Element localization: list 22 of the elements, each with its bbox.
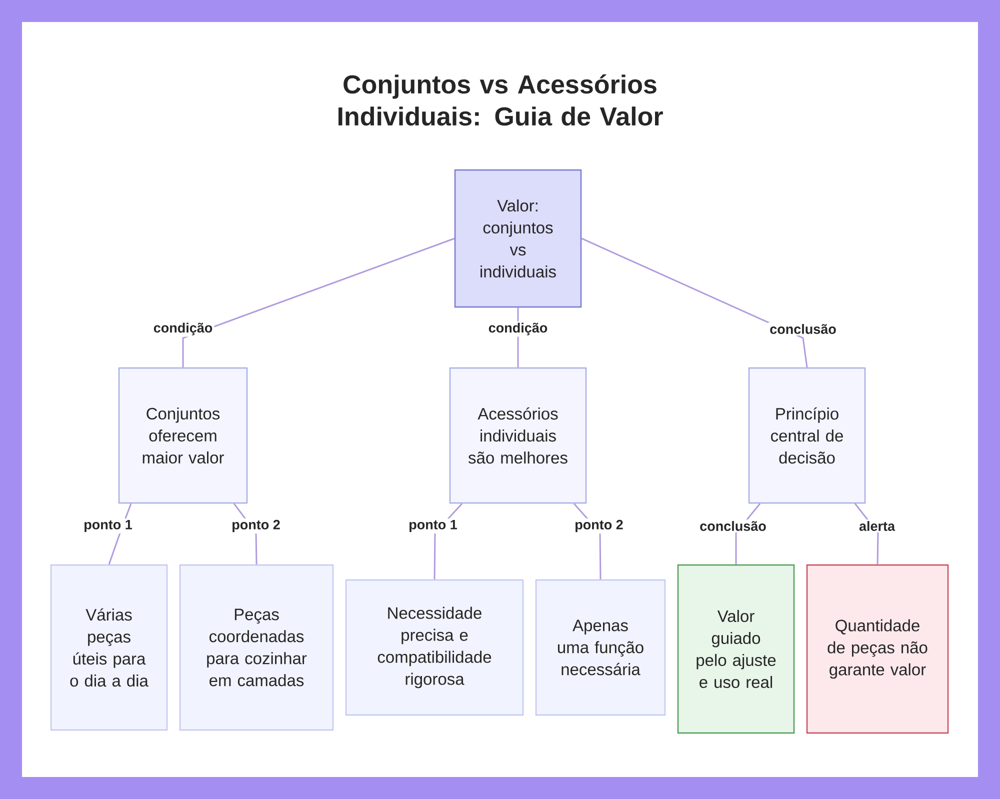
edge-label: conclusão [768, 322, 838, 336]
text-box: Apenas uma função necessária [535, 579, 666, 716]
text-box: Necessidade precisa e compatibilidade rigorosa [345, 579, 524, 716]
text-box: Princípio central de decisão [748, 367, 866, 504]
text-box: Conjuntos oferecem maior valor [118, 367, 248, 504]
text-box: Valor guiado pelo ajuste e uso real [677, 564, 795, 734]
title: Conjuntos vs Acessórios Individuais: Guia de Valor [338, 74, 663, 126]
edge-label: condição [152, 321, 214, 337]
edge-label: condição [486, 321, 550, 337]
connector [182, 238, 455, 368]
edge-label: ponto 1 [82, 518, 134, 534]
edge-label: ponto 1 [407, 518, 459, 534]
text-box: Quantidade de peças não garante valor [806, 564, 949, 734]
edge-label: ponto 2 [230, 518, 282, 534]
edge-label: ponto 2 [573, 518, 625, 534]
connector [581, 238, 808, 368]
text-box: Peças coordenadas para cozinhar em camadas [179, 564, 334, 731]
edge-label: alerta [858, 520, 897, 532]
text-box: Acessórios individuais são melhores [449, 367, 587, 504]
edge-label: conclusão [698, 520, 768, 532]
text-box: Várias peças úteis para o dia a dia [50, 564, 168, 731]
topic-box: Valor: conjuntos vs individuais [454, 169, 582, 308]
